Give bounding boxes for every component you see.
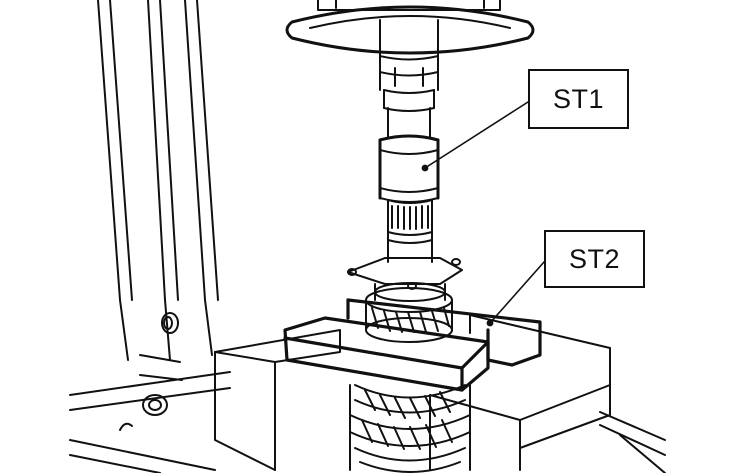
press-bed xyxy=(69,371,666,473)
callout-st1: ST1 xyxy=(528,69,629,129)
st1-leader-line xyxy=(424,101,529,169)
st2-leader-line xyxy=(489,261,545,324)
gear-stack xyxy=(349,287,471,473)
callout-st1-label: ST1 xyxy=(552,83,605,114)
st2-leader-dot xyxy=(486,319,494,327)
press-frame xyxy=(97,0,219,381)
st1-leader-dot xyxy=(421,164,429,172)
shaft-flange xyxy=(347,257,463,302)
press-handwheel xyxy=(285,0,535,57)
st1-press-tool xyxy=(378,55,440,263)
callout-st2: ST2 xyxy=(544,230,645,288)
callout-st2-label: ST2 xyxy=(568,243,621,274)
st2-split-plate xyxy=(283,298,542,392)
leader-lines xyxy=(421,101,545,327)
